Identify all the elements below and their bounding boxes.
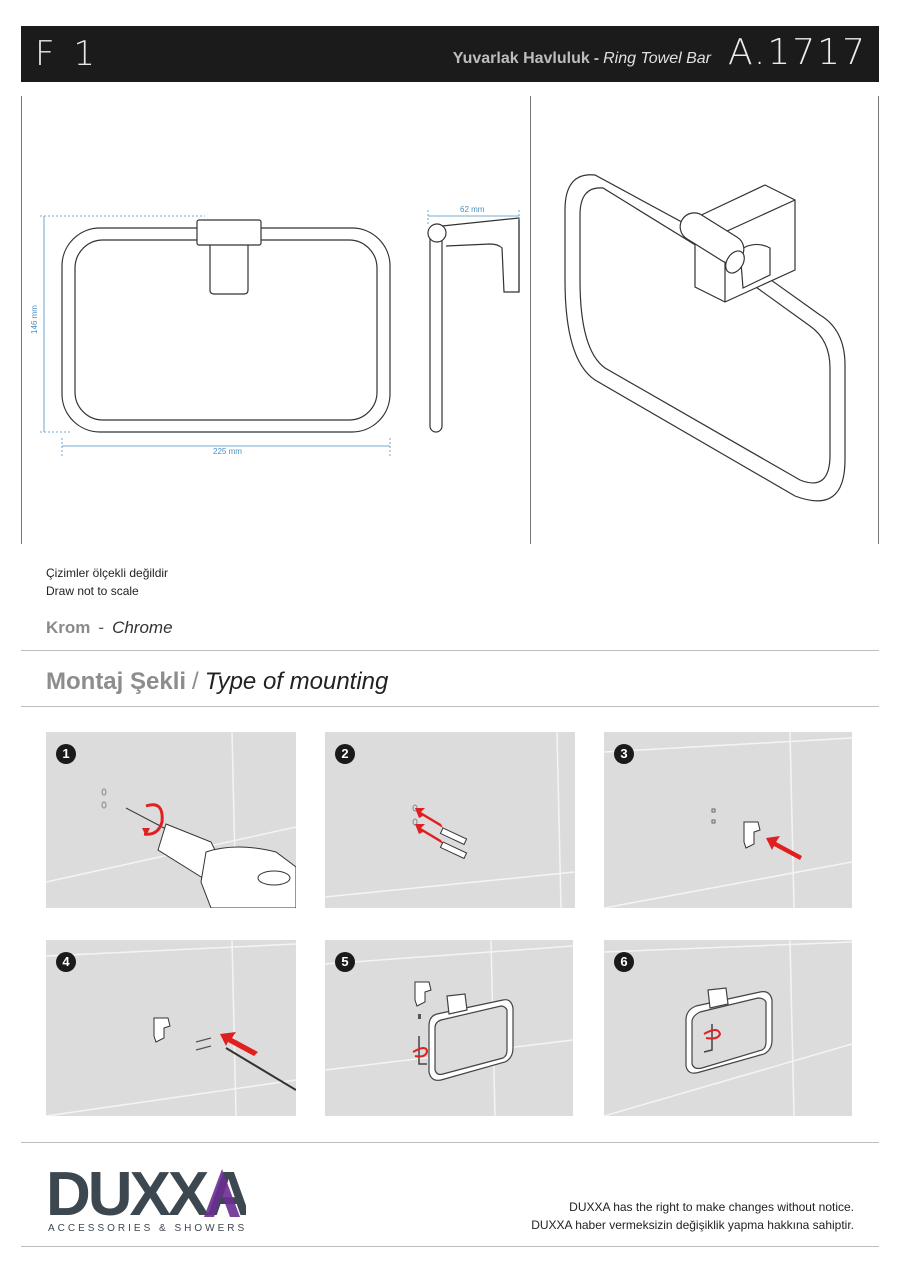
product-title-separator: - [593,50,600,67]
step-6-badge: 6 [614,952,634,972]
mounting-step-4: 4 [46,940,296,1116]
duxxa-logo: DUXXA [46,1163,246,1219]
divider-above-footer [21,1142,879,1143]
mounting-step-1: 1 [46,732,296,908]
drawing-divider-right [878,96,879,544]
divider-below-mounting [21,706,879,707]
disclaimer-en: DUXXA has the right to make changes with… [569,1200,854,1214]
mounting-step-5: 5 [325,940,573,1116]
mounting-title-slash: / [192,668,199,695]
product-code: A.1717 [727,32,867,73]
mounting-title: Montaj Şekli/Type of mounting [46,668,388,696]
step-3-badge: 3 [614,744,634,764]
step-3-illustration [604,732,852,908]
mounting-step-2: 2 [325,732,575,908]
scale-note-tr: Çizimler ölçekli değildir [46,566,169,580]
mounting-step-6: 6 [604,940,852,1116]
product-title: Yuvarlak Havluluk-Ring Towel Bar [453,50,711,68]
series-label: F 1 [35,34,99,74]
side-view-drawing [427,210,520,433]
finish-label: Krom-Chrome [46,618,173,638]
mounting-step-3: 3 [604,732,852,908]
step-5-badge: 5 [335,952,355,972]
dimension-height: 146 mm [29,305,39,334]
technical-drawing-area [21,96,879,544]
finish-tr: Krom [46,618,91,637]
step-2-badge: 2 [335,744,355,764]
disclaimer-tr: DUXXA haber vermeksizin değişiklik yapma… [531,1218,854,1232]
step-1-illustration [46,732,296,908]
finish-separator: - [98,618,105,637]
header-bar: F 1 Yuvarlak Havluluk-Ring Towel Bar A.1… [21,26,879,82]
step-4-illustration [46,940,296,1116]
perspective-view-drawing [564,174,846,502]
dimension-depth: 62 mm [460,205,485,214]
mounting-title-tr: Montaj Şekli [46,668,187,695]
drawing-divider-middle [530,96,531,544]
mounting-title-en: Type of mounting [204,668,389,695]
logo-tagline: ACCESSORIES & SHOWERS [48,1223,248,1234]
scale-note-en: Draw not to scale [46,584,139,598]
step-1-badge: 1 [56,744,76,764]
step-4-badge: 4 [56,952,76,972]
front-view-drawing [40,215,391,456]
product-title-en: Ring Towel Bar [603,50,711,67]
finish-en: Chrome [112,618,173,637]
divider-above-mounting [21,650,879,651]
step-2-illustration [325,732,575,908]
dimension-width: 225 mm [210,447,245,456]
product-title-tr: Yuvarlak Havluluk [452,50,590,67]
step-6-illustration [604,940,852,1116]
divider-bottom [21,1246,879,1247]
step-5-illustration [325,940,573,1116]
drawing-divider-left [21,96,22,544]
